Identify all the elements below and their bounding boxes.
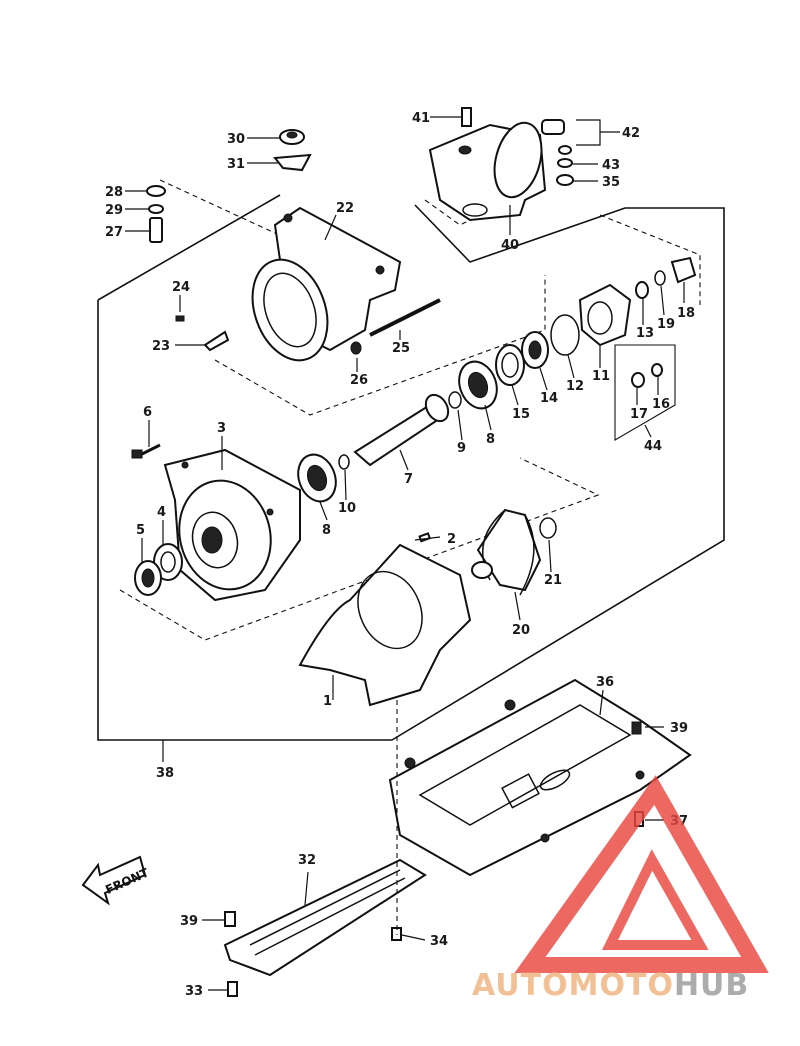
callout-40: 40: [501, 238, 519, 253]
callout-15: 15: [512, 407, 530, 422]
callout-41: 41: [412, 111, 430, 126]
watermark-text-hub: HUB: [674, 968, 749, 1003]
callout-5: 5: [136, 523, 145, 538]
callout-16: 16: [652, 397, 670, 412]
callout-35: 35: [602, 175, 620, 190]
callout-12: 12: [566, 379, 584, 394]
callout-18: 18: [677, 306, 695, 321]
callout-44: 44: [644, 439, 662, 454]
part-22-housing: [251, 206, 402, 362]
callout-22: 22: [336, 201, 354, 216]
callout-6: 6: [143, 405, 152, 420]
callout-24: 24: [172, 280, 190, 295]
callout-labels: 1 2 3 4 5 6 7 8 8 9 10 11 12 13 14 15 16…: [105, 111, 695, 999]
callout-31: 31: [227, 157, 245, 172]
callout-17: 17: [630, 407, 648, 422]
callout-7: 7: [404, 472, 413, 487]
part-3-pump-housing: [131, 443, 301, 602]
callout-21: 21: [544, 573, 562, 588]
front-arrow-icon: [81, 855, 147, 906]
callout-27: 27: [105, 225, 123, 240]
callout-2: 2: [447, 532, 456, 547]
part-36-ride-plate: [388, 678, 692, 877]
callout-42: 42: [622, 126, 640, 141]
callout-20: 20: [512, 623, 530, 638]
part-1-nozzle: [298, 543, 472, 707]
watermark-logo: AUTOMOTOHUB: [472, 775, 769, 1003]
watermark-text-automoto: AUTOMOTO: [472, 968, 674, 1003]
shaft-assembly: [297, 256, 697, 503]
callout-34: 34: [430, 934, 448, 949]
callout-19: 19: [657, 317, 675, 332]
callout-13: 13: [636, 326, 654, 341]
callout-1: 1: [323, 694, 332, 709]
leader-lines: [125, 116, 685, 991]
callout-10: 10: [338, 501, 356, 516]
callout-4: 4: [157, 505, 166, 520]
callout-8-lower: 8: [322, 523, 331, 538]
callout-26: 26: [350, 373, 368, 388]
callout-39-lower: 39: [180, 914, 198, 929]
watermark-triangle-icon: [514, 775, 769, 973]
callout-29: 29: [105, 203, 123, 218]
hardware-top: [146, 107, 574, 355]
callout-43: 43: [602, 158, 620, 173]
callout-33: 33: [185, 984, 203, 999]
callout-14: 14: [540, 391, 558, 406]
part-40-bracket: [428, 121, 547, 222]
callout-39-upper: 39: [670, 721, 688, 736]
callout-11: 11: [592, 369, 610, 384]
callout-32: 32: [298, 853, 316, 868]
callout-3: 3: [217, 421, 226, 436]
watermark-inner-triangle-icon: [601, 849, 709, 950]
callout-38: 38: [156, 766, 174, 781]
callout-8-upper: 8: [486, 432, 495, 447]
callout-25: 25: [392, 341, 410, 356]
watermark-text: AUTOMOTOHUB: [472, 968, 749, 1003]
part-32-intake-grate: [223, 858, 427, 997]
callout-23: 23: [152, 339, 170, 354]
callout-28: 28: [105, 185, 123, 200]
callout-30: 30: [227, 132, 245, 147]
callout-9: 9: [457, 441, 466, 456]
callout-36: 36: [596, 675, 614, 690]
